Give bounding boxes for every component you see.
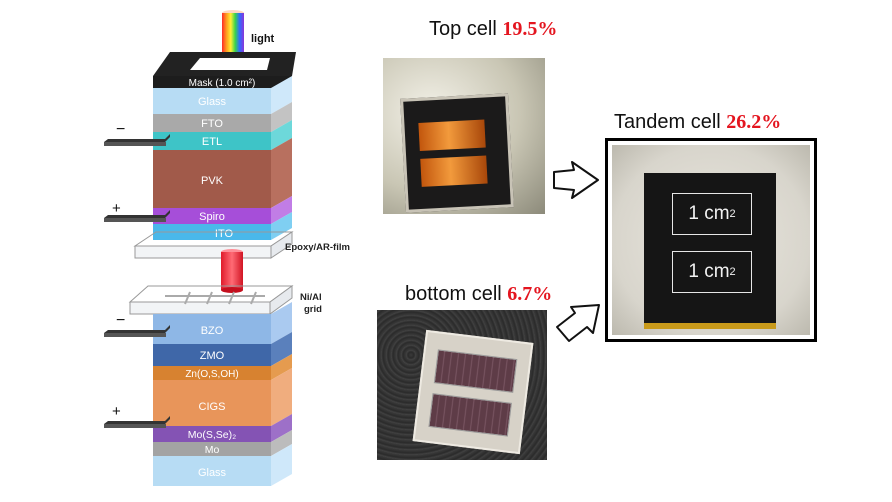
spiro-layer	[153, 208, 271, 224]
spiro-label: Spiro	[199, 211, 225, 223]
bottom-cell-title: bottom cell 6.7%	[405, 283, 552, 306]
bottom-cell-subcell	[433, 349, 518, 393]
bottom-cell-subcell	[428, 393, 512, 437]
minus-sign-bottom: −	[116, 312, 125, 329]
transmitted-light-beam	[221, 249, 243, 293]
tandem-area-label: 1 cm	[688, 203, 730, 224]
top-cell-subcell	[420, 155, 488, 187]
tandem-area-label: 1 cm	[688, 261, 730, 282]
glass-top-label: Glass	[198, 96, 227, 108]
bzo-layer	[153, 314, 271, 344]
top-cell-stack: Glass FTO ETL PVK Spiro ITO	[153, 76, 292, 240]
glass-bottom-label: Glass	[198, 467, 227, 479]
pvk-layer	[153, 150, 271, 208]
top-cell-title: Top cell 19.5%	[429, 18, 557, 41]
cigs-layer	[153, 380, 271, 426]
bottom-cell-efficiency: 6.7%	[507, 283, 553, 305]
tandem-cell-title: Tandem cell 26.2%	[614, 111, 781, 134]
znos-label: Zn(O,S,OH)	[185, 369, 238, 380]
top-cell-subcell	[418, 119, 486, 151]
epoxy-label: Epoxy/AR-film	[285, 242, 350, 253]
bottom-cell-stack: BZO ZMO Zn(O,S,OH) CIGS Mo(S,Se)₂ Mo Gla…	[153, 302, 292, 486]
fto-label: FTO	[201, 118, 223, 130]
etl-label: ETL	[202, 136, 222, 148]
ito-label: ITO	[215, 228, 234, 240]
bottom-cell-label: bottom cell	[405, 283, 502, 305]
bottom-cell-photo	[377, 310, 547, 460]
plus-sign-top: +	[112, 200, 121, 217]
zmo-layer	[153, 344, 271, 366]
open-arrow-icon	[553, 161, 599, 199]
electrode-contacts	[104, 134, 170, 428]
nial-label-1: Ni/Al	[300, 292, 322, 303]
top-cell-photo	[383, 58, 545, 214]
mo-label: Mo	[205, 444, 220, 456]
minus-sign-top: −	[116, 121, 125, 138]
bzo-label: BZO	[201, 325, 224, 337]
mask-aperture	[190, 58, 270, 70]
tandem-cell-label: Tandem cell	[614, 111, 721, 133]
glass-bottom-layer	[153, 456, 271, 486]
top-cell-efficiency: 19.5%	[502, 18, 558, 40]
mo-layer	[153, 442, 271, 456]
mose-label: Mo(S,Se)₂	[188, 429, 236, 441]
mask-label: Mask (1.0 cm²)	[189, 78, 256, 89]
mose-layer	[153, 426, 271, 442]
cigs-label: CIGS	[199, 401, 226, 413]
znos-layer	[153, 366, 271, 380]
top-cell-label: Top cell	[429, 18, 497, 40]
tandem-area-sup: 2	[729, 266, 736, 278]
etl-layer	[153, 132, 271, 150]
fto-layer	[153, 114, 271, 132]
ni-al-grid-plate	[128, 285, 294, 315]
top-cell-device	[400, 93, 514, 213]
tandem-area-sup: 2	[729, 208, 736, 220]
mask-front	[153, 76, 292, 88]
nial-label-2: grid	[304, 304, 322, 315]
bottom-cell-device	[412, 329, 534, 455]
plus-sign-bottom: +	[112, 403, 121, 420]
open-arrow-icon	[556, 304, 600, 342]
glass-top-layer	[153, 88, 271, 114]
zmo-label: ZMO	[200, 350, 225, 362]
pvk-label: PVK	[201, 175, 224, 187]
tandem-cell-efficiency: 26.2%	[726, 111, 782, 133]
light-label: light	[251, 33, 275, 45]
